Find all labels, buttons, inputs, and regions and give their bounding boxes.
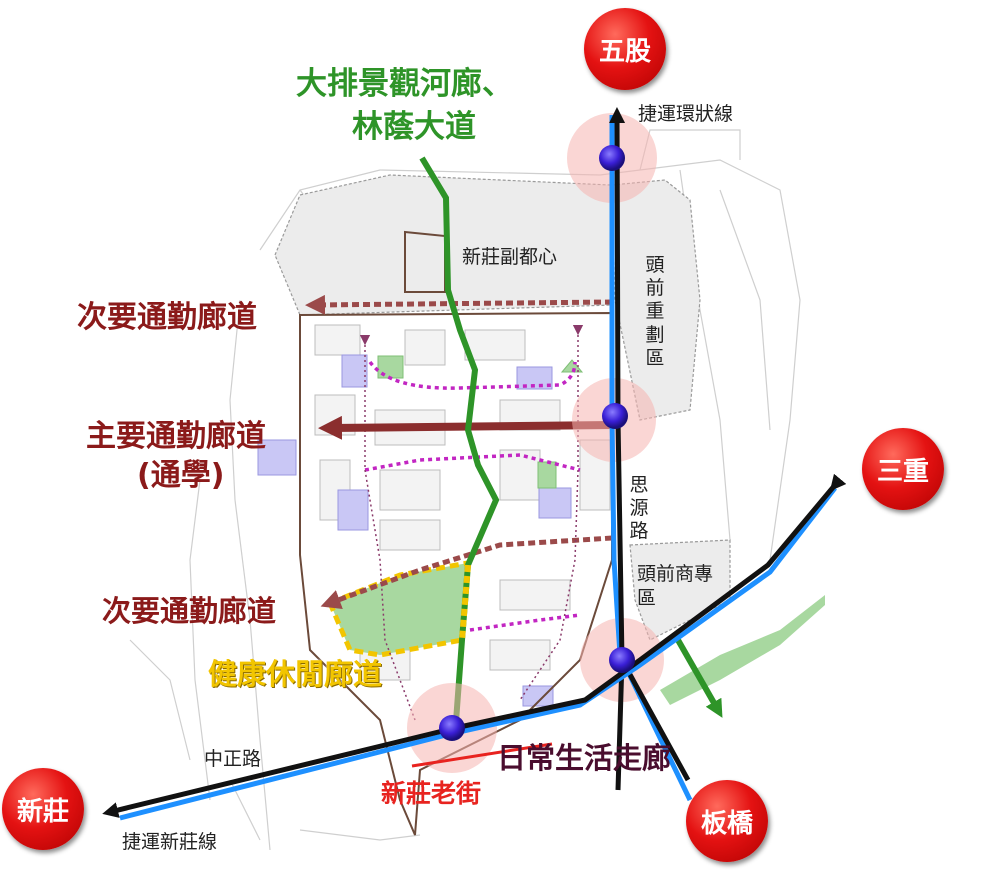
secondary-corridor-line-1 — [305, 294, 613, 315]
daily-life-line — [411, 742, 553, 768]
main-corridor-label: 主要通勤廊道 — [86, 419, 266, 454]
city-sanchong: 三重 — [862, 428, 944, 510]
station-node-middle — [602, 403, 628, 429]
health-park-area — [326, 559, 471, 658]
main-corridor-note: (通學) — [137, 458, 225, 493]
toucian-redevelop-label: 頭前重劃區 — [645, 254, 665, 369]
daily-life-label: 日常生活走廊 — [497, 741, 672, 775]
old-street-label: 新莊老街 — [381, 779, 482, 808]
school-routes — [364, 360, 581, 632]
mrt-xinzhuang-line — [454, 473, 847, 731]
school-blocks — [257, 354, 572, 707]
mrt-xinzhuang-line-west — [102, 725, 456, 818]
river-corridor-yellow-segment — [459, 564, 471, 641]
city-wugu: 五股 — [584, 8, 666, 90]
secondary-corridor-label-2: 次要通勤廊道 — [102, 594, 277, 628]
city-xinzhuang: 新莊 — [2, 768, 84, 850]
river-corridor-label: 大排景觀河廊、 — [296, 66, 513, 102]
mrt-xinzhuang-label: 捷運新莊線 — [122, 831, 218, 853]
toucian-redevelop-area — [611, 179, 701, 421]
mrt-circular-line — [609, 107, 626, 791]
station-nodes — [439, 145, 635, 741]
station-node-north — [599, 145, 625, 171]
station-node-oldstreet — [439, 715, 465, 741]
zhongzheng-road-label: 中正路 — [204, 748, 262, 770]
tree-avenue-label: 林蔭大道 — [352, 109, 476, 145]
health-leisure-label: 健康休閒廊道 — [208, 657, 383, 691]
siyuan-road-label: 思源路 — [629, 474, 649, 543]
mrt-circular-label: 捷運環狀線 — [638, 103, 734, 125]
sub-center-label: 新莊副都心 — [462, 246, 558, 268]
secondary-corridor-label-1: 次要通勤廊道 — [77, 300, 257, 335]
mrt-xinzhuang-blue — [119, 486, 837, 821]
toucian-business-area — [629, 539, 731, 641]
station-node-toucian — [609, 647, 635, 673]
green-arrow-banqiao — [675, 638, 723, 718]
city-banqiao: 板橋 — [686, 780, 768, 862]
park-blocks — [377, 355, 584, 489]
mrt-circular-line-south — [619, 658, 691, 782]
toucian-business-label: 頭前商專區 — [637, 563, 714, 609]
secondary-corridor-line-2 — [320, 535, 613, 609]
